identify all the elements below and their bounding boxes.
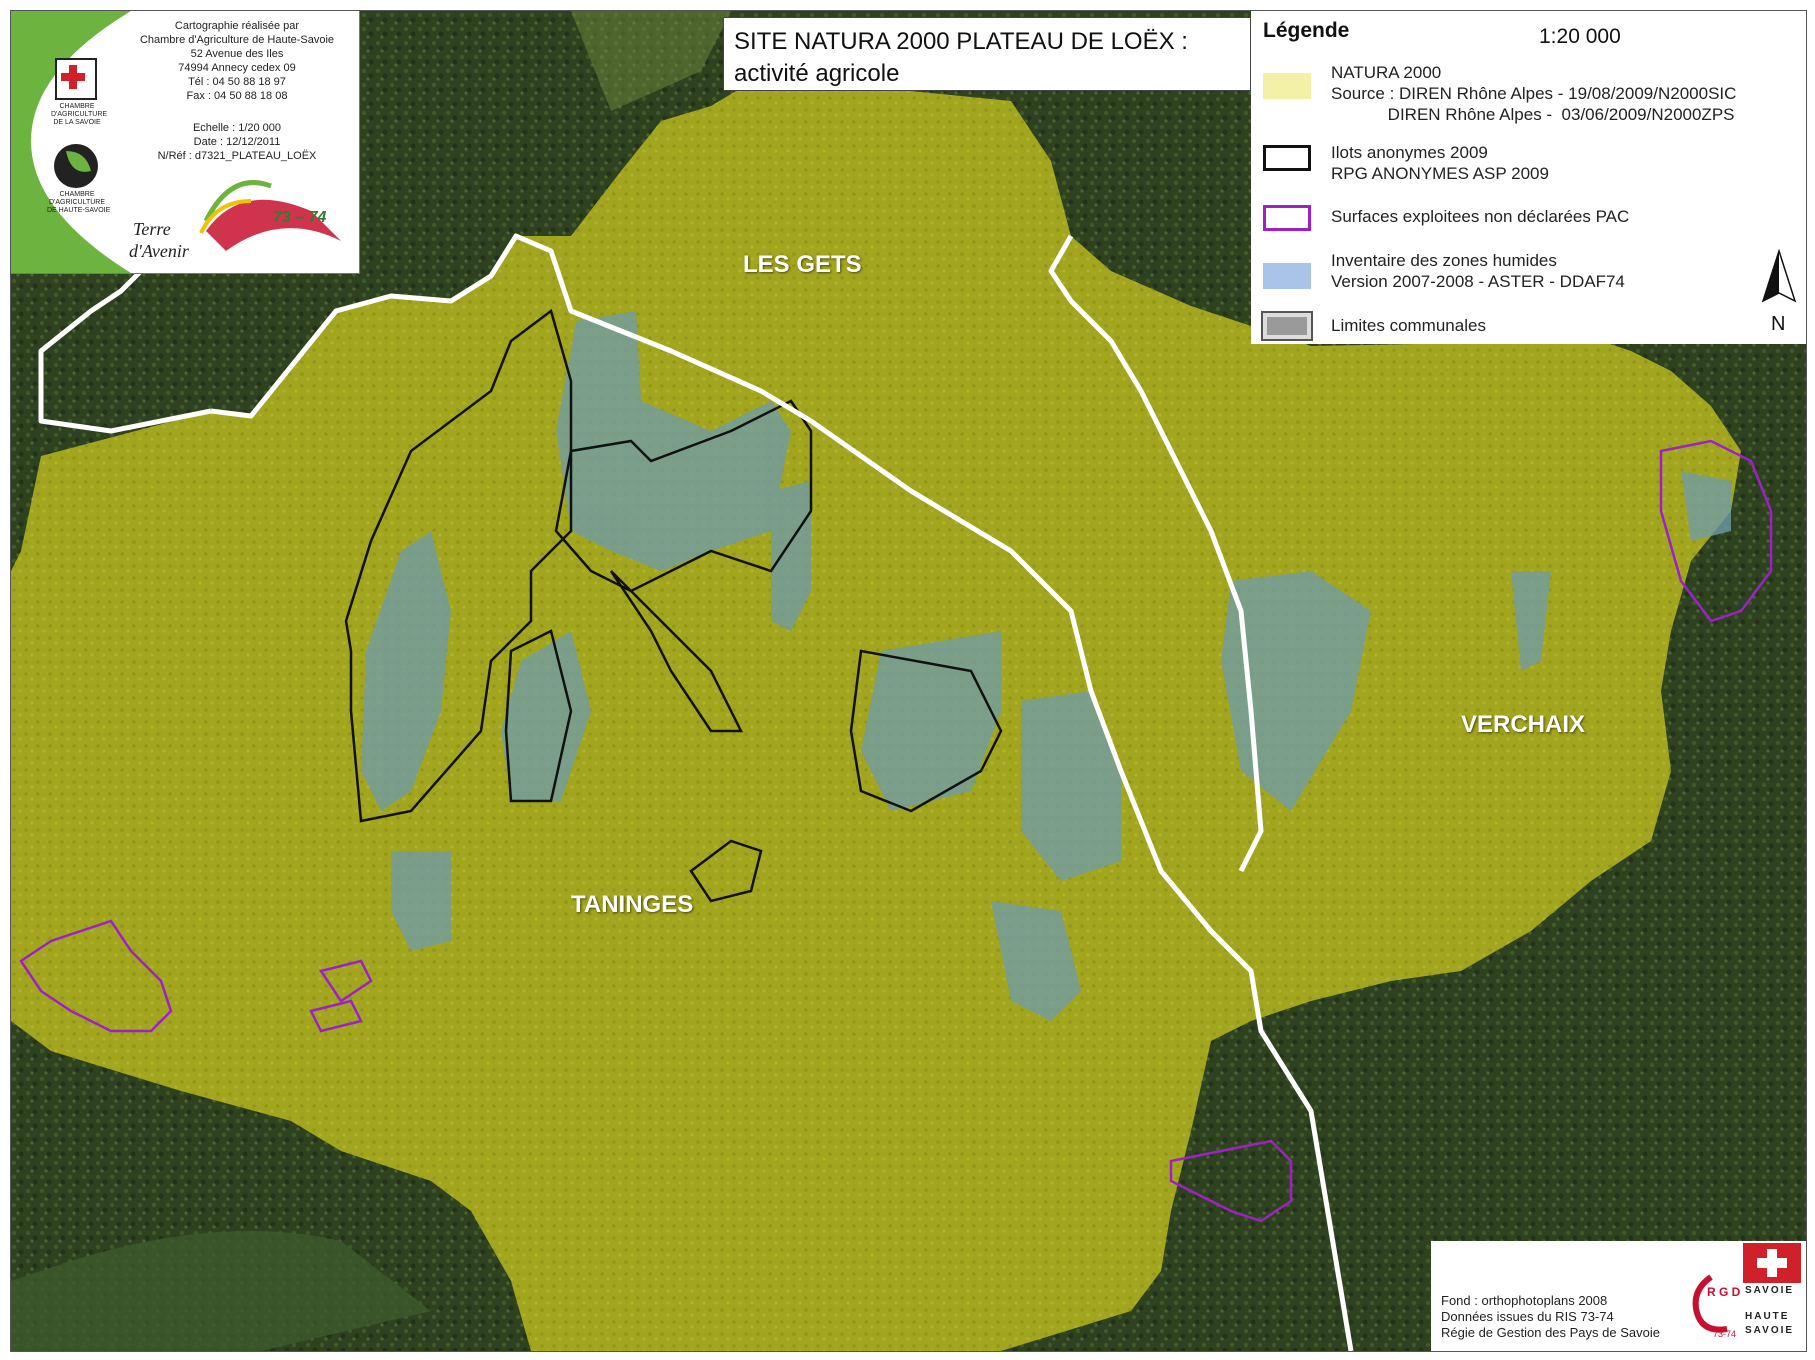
terre-davenir-line1: Terre bbox=[133, 219, 171, 239]
ilot-outline bbox=[849, 649, 1003, 813]
pac-surface bbox=[318, 959, 373, 1003]
north-arrow-icon bbox=[1761, 249, 1797, 303]
savoie-cross-icon bbox=[61, 65, 85, 89]
meadow-top-right bbox=[571, 11, 731, 111]
credits-panel: Cartographie réalisée par Chambre d'Agri… bbox=[11, 11, 360, 274]
terre-davenir-line2: d'Avenir bbox=[129, 241, 189, 261]
footer-panel: Fond : orthophotoplans 2008 Données issu… bbox=[1431, 1241, 1806, 1351]
legend-natura-title: NATURA 2000 bbox=[1331, 63, 1442, 82]
terre-davenir-swoosh-green bbox=[203, 180, 272, 223]
terre-davenir-swoosh bbox=[206, 199, 341, 251]
rgd-letters: R G D bbox=[1707, 1285, 1741, 1299]
legend-pac-title: Surfaces exploitees non déclarées PAC bbox=[1331, 207, 1630, 226]
credits-line: Fax : 04 50 88 18 08 bbox=[186, 90, 288, 102]
footer-line: Fond : orthophotoplans 2008 bbox=[1441, 1293, 1608, 1308]
pac-surface bbox=[19, 919, 173, 1033]
map-subtitle: activité agricole bbox=[734, 60, 900, 87]
wetland-zone bbox=[1681, 471, 1731, 541]
haute-word: HAUTE bbox=[1745, 1311, 1790, 1322]
north-label: N bbox=[1771, 313, 1786, 335]
north-arrow-half bbox=[1763, 251, 1779, 301]
credits-decoration bbox=[11, 11, 341, 273]
credits-date: Date : 12/12/2011 bbox=[193, 136, 281, 148]
terre-davenir-swoosh-yellow bbox=[199, 199, 252, 234]
green-arc-decoration bbox=[11, 11, 131, 273]
credits-line: Tél : 04 50 88 18 97 bbox=[188, 76, 286, 88]
wetland-zone bbox=[556, 311, 791, 571]
rgd-logo-icon bbox=[1692, 1274, 1728, 1333]
wetland-zone bbox=[501, 631, 591, 801]
credits-line: Chambre d'Agriculture de Haute-Savoie bbox=[139, 34, 335, 46]
wetland-zone bbox=[771, 481, 811, 631]
legend-natura-source2: DIREN Rhône Alpes - 03/06/2009/N2000ZPS bbox=[1331, 105, 1735, 124]
rgd-number: 73-74 bbox=[1713, 1329, 1737, 1339]
legend-swatch-ilots bbox=[1263, 145, 1311, 171]
rgd-logo-swirl bbox=[1692, 1274, 1728, 1333]
wetland-zone bbox=[1221, 571, 1371, 811]
legend-heading: Légende bbox=[1263, 19, 1350, 42]
pac-surface bbox=[1659, 439, 1773, 623]
communal-limit bbox=[210, 233, 1354, 1351]
credits-ref: N/Réf : d7321_PLATEAU_LOËX bbox=[157, 150, 317, 162]
legend-swatch-natura bbox=[1263, 73, 1311, 99]
credits-line: Cartographie réalisée par bbox=[174, 20, 300, 32]
legend-swatch-pac bbox=[1263, 205, 1311, 231]
communal-limit bbox=[1048, 234, 1264, 873]
wetland-zone bbox=[991, 901, 1081, 1021]
wetland-zone bbox=[391, 851, 451, 951]
communal-limit bbox=[38, 249, 212, 434]
legend-wetland-source: Version 2007-2008 - ASTER - DDAF74 bbox=[1331, 272, 1625, 291]
leaf-icon bbox=[66, 151, 91, 172]
map-title-box: SITE NATURA 2000 PLATEAU DE LOËX : activ… bbox=[723, 17, 1251, 91]
place-label-les-gets: LES GETS bbox=[743, 251, 862, 278]
river-valley bbox=[11, 1231, 431, 1351]
legend-wetland-title: Inventaire des zones humides bbox=[1331, 251, 1557, 270]
ilot-outline bbox=[504, 629, 573, 803]
wetland-zone bbox=[1511, 571, 1551, 671]
legend-panel: Légende 1:20 000 NATURA 2000 Source : DI… bbox=[1251, 11, 1806, 344]
footer-line: Données issues du RIS 73-74 bbox=[1441, 1309, 1614, 1324]
pac-surfaces bbox=[19, 439, 1773, 1223]
wetland-zones bbox=[361, 311, 1731, 1021]
legend-ilots-source: RPG ANONYMES ASP 2009 bbox=[1331, 164, 1549, 183]
savoie-cross-logo-icon bbox=[1743, 1243, 1801, 1283]
legend-scale: 1:20 000 bbox=[1539, 25, 1621, 48]
credits-line: 52 Avenue des Iles bbox=[190, 48, 284, 60]
legend-natura-source1: Source : DIREN Rhône Alpes - 19/08/2009/… bbox=[1331, 84, 1737, 103]
white-arc-decoration bbox=[37, 14, 133, 270]
legend-limits-title: Limites communales bbox=[1331, 316, 1486, 335]
place-label-taninges: TANINGES bbox=[571, 891, 694, 918]
savoie-word-2: SAVOIE bbox=[1745, 1325, 1795, 1336]
wetland-zone bbox=[361, 531, 451, 811]
map-title: SITE NATURA 2000 PLATEAU DE LOËX : bbox=[734, 28, 1188, 55]
savoie-word: SAVOIE bbox=[1745, 1285, 1795, 1296]
wetland-zone bbox=[861, 631, 1001, 811]
communal-limits bbox=[38, 233, 1354, 1351]
ilot-outline bbox=[609, 570, 744, 733]
ilot-outline bbox=[344, 308, 573, 823]
wetland-zone bbox=[1021, 691, 1121, 881]
credits-line: 74994 Annecy cedex 09 bbox=[178, 62, 296, 74]
ilot-outline bbox=[689, 839, 763, 903]
legend-ilots-title: Ilots anonymes 2009 bbox=[1331, 143, 1488, 162]
footer-line: Régie de Gestion des Pays de Savoie bbox=[1441, 1325, 1660, 1340]
pac-surface bbox=[1169, 1139, 1293, 1223]
pac-surface bbox=[309, 999, 363, 1033]
ilot-outlines bbox=[344, 308, 1003, 903]
savoie-cross-mark bbox=[1757, 1249, 1787, 1277]
place-label-verchaix: VERCHAIX bbox=[1461, 711, 1586, 738]
map-frame: LES GETS VERCHAIX TANINGES Cartographie … bbox=[10, 10, 1807, 1352]
legend-swatch-wetland bbox=[1263, 263, 1311, 289]
credits-echelle: Echelle : 1/20 000 bbox=[192, 122, 282, 134]
legend-swatch-limits bbox=[1261, 311, 1313, 341]
terre-davenir-number: 73 – 74 bbox=[273, 209, 327, 226]
